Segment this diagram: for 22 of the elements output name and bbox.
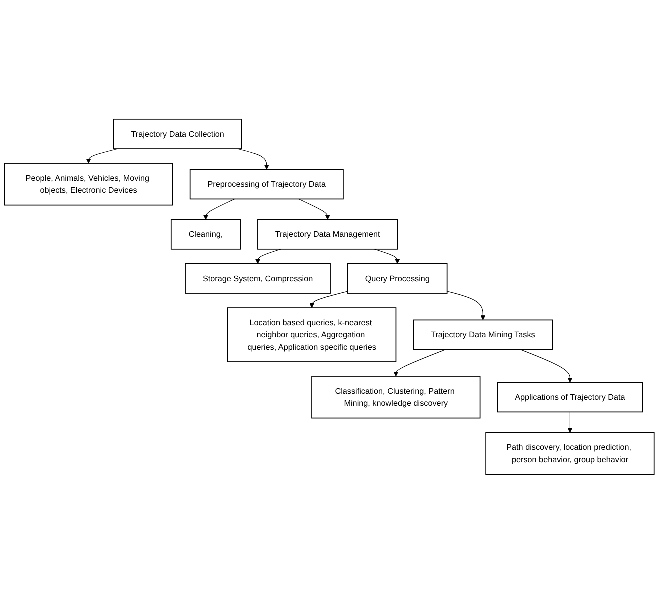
node-box: Path discovery, location prediction, person behavior, group behavior [486,432,655,475]
node-box: Cleaning, [170,219,241,250]
arrow [298,198,330,220]
arrow [203,198,236,220]
node-box: Classification, Clustering, Pattern Mining, knowledge discovery [312,376,481,419]
node-box: Location based queries, k-nearest neighbor queries, Aggregation queries, Application specific queries [228,308,397,362]
node-box: Preprocessing of Trajectory Data [190,169,344,200]
node-box: Trajectory Data Management [258,219,398,250]
arrow [447,291,486,320]
arrow [86,148,118,164]
node-box: People, Animals, Vehicles, Moving objects, Electronic Devices [4,163,174,206]
arrow [520,350,573,383]
node-box: Query Processing [348,264,448,294]
arrow [374,249,400,264]
arrow [310,291,348,308]
arrow [394,350,446,377]
node-box: Storage System, Compression [185,264,331,294]
arrow [255,249,282,264]
arrow [568,412,573,434]
node-box: Trajectory Data Mining Tasks [413,320,554,350]
node-box: Applications of Trajectory Data [497,382,644,413]
node-box: Trajectory Data Collection [113,119,242,150]
